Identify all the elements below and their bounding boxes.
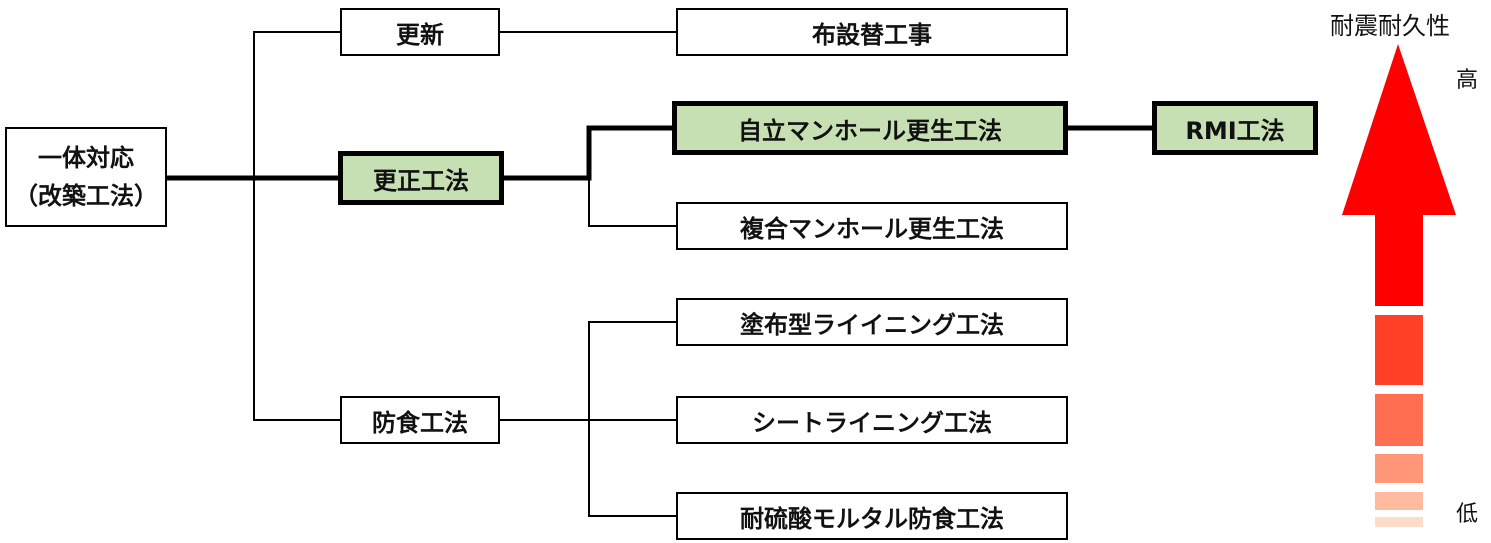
durability-arrow-head bbox=[1342, 44, 1456, 215]
method-self-support: 自立マンホール更生工法 bbox=[672, 101, 1068, 155]
method-sheet: シートライニング工法 bbox=[676, 396, 1068, 444]
durability-bar-5 bbox=[1375, 492, 1423, 510]
category-corrosion: 防食工法 bbox=[340, 396, 500, 444]
durability-bar-6 bbox=[1375, 517, 1423, 527]
method-coating: 塗布型ライイニング工法 bbox=[676, 298, 1068, 346]
root-line1: 一体対応 bbox=[38, 144, 134, 172]
durability-arrow-shaft bbox=[1375, 213, 1423, 306]
method-composite: 複合マンホール更生工法 bbox=[676, 202, 1068, 250]
path-rehab-selfsupport bbox=[504, 125, 672, 181]
category-renewal: 更新 bbox=[340, 8, 500, 56]
legend-high: 高 bbox=[1456, 68, 1479, 93]
method-replacement: 布設替工事 bbox=[676, 8, 1068, 56]
legend-title: 耐震耐久性 bbox=[1330, 12, 1450, 40]
durability-bar-4 bbox=[1375, 454, 1423, 483]
root-line2: （改築工法） bbox=[14, 182, 158, 210]
connector-to-renewal bbox=[253, 31, 340, 421]
durability-bar-3 bbox=[1375, 394, 1423, 446]
category-rehab: 更正工法 bbox=[338, 151, 504, 205]
root-box: 一体対応 （改築工法） bbox=[5, 127, 167, 227]
durability-bar-2 bbox=[1375, 315, 1423, 385]
method-mortar: 耐硫酸モルタル防食工法 bbox=[676, 492, 1068, 540]
method-rmi: RMI工法 bbox=[1152, 101, 1318, 155]
connector-to-composite bbox=[588, 178, 676, 227]
legend-low: 低 bbox=[1456, 502, 1479, 527]
